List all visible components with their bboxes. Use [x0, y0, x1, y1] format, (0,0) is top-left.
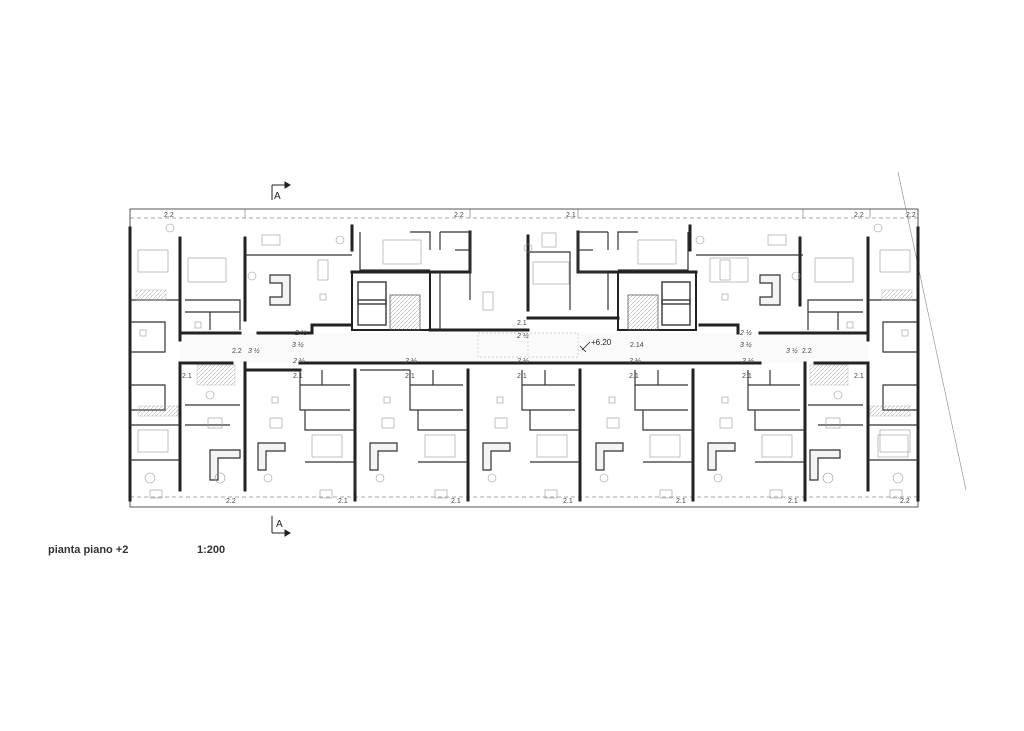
label: 3 ½	[248, 347, 260, 355]
label: 2 ½	[294, 329, 307, 337]
label: 2.1	[563, 498, 573, 505]
elevation-marker	[579, 341, 591, 353]
label: 2.1	[788, 498, 798, 505]
central-corridor	[180, 332, 868, 363]
furniture	[137, 223, 911, 499]
label: 2 ½	[404, 357, 417, 365]
label: 2.1	[405, 373, 415, 380]
room-labels: 2.2 2.2 2.1 2.2 2.2 2.2 3 ½ 3 ½ 2 ½ 2.1 …	[164, 212, 916, 505]
label: 2.2	[164, 212, 174, 219]
label: 2.2	[906, 212, 916, 219]
label: 2.1	[451, 498, 461, 505]
label: 2 ½	[741, 357, 754, 365]
label: 2 ½	[739, 329, 752, 337]
section-marker-bottom-label: A	[276, 519, 283, 530]
stair-cores	[357, 281, 691, 331]
label: 3 ½	[292, 341, 304, 349]
drawing-scale: 1:200	[197, 544, 226, 556]
label: 2.2	[232, 348, 242, 355]
interior-partitions	[130, 231, 918, 490]
tiled-areas	[135, 289, 913, 417]
label: 2.1	[182, 373, 192, 380]
label: 2.2	[854, 212, 864, 219]
label: 2.1	[742, 373, 752, 380]
section-marker-top-label: A	[274, 191, 281, 202]
label: 2 ½	[292, 357, 305, 365]
label: 2.1	[293, 373, 303, 380]
label: 2.2	[802, 348, 812, 355]
label: 2.1	[676, 498, 686, 505]
drawing-title: pianta piano +2	[48, 544, 129, 556]
elevation-label: +6.20	[591, 338, 612, 347]
label: 2.2	[454, 212, 464, 219]
section-markers	[271, 181, 291, 537]
label: 2.1	[517, 373, 527, 380]
label: 2 ½	[628, 357, 641, 365]
label: 2.14	[630, 342, 644, 349]
label: 2.2	[900, 498, 910, 505]
label: 3 ½	[740, 341, 752, 349]
site-boundary-line	[897, 171, 967, 491]
label: 2.1	[854, 373, 864, 380]
label: 3 ½	[786, 347, 798, 355]
label: 2 ½	[516, 357, 529, 365]
label: 2 ½	[516, 332, 529, 340]
label: 2.2	[226, 498, 236, 505]
label: 2.1	[566, 212, 576, 219]
label: 2.1	[629, 373, 639, 380]
label: 2.1	[338, 498, 348, 505]
label: 2.1	[517, 320, 527, 327]
structural-walls	[128, 224, 920, 502]
